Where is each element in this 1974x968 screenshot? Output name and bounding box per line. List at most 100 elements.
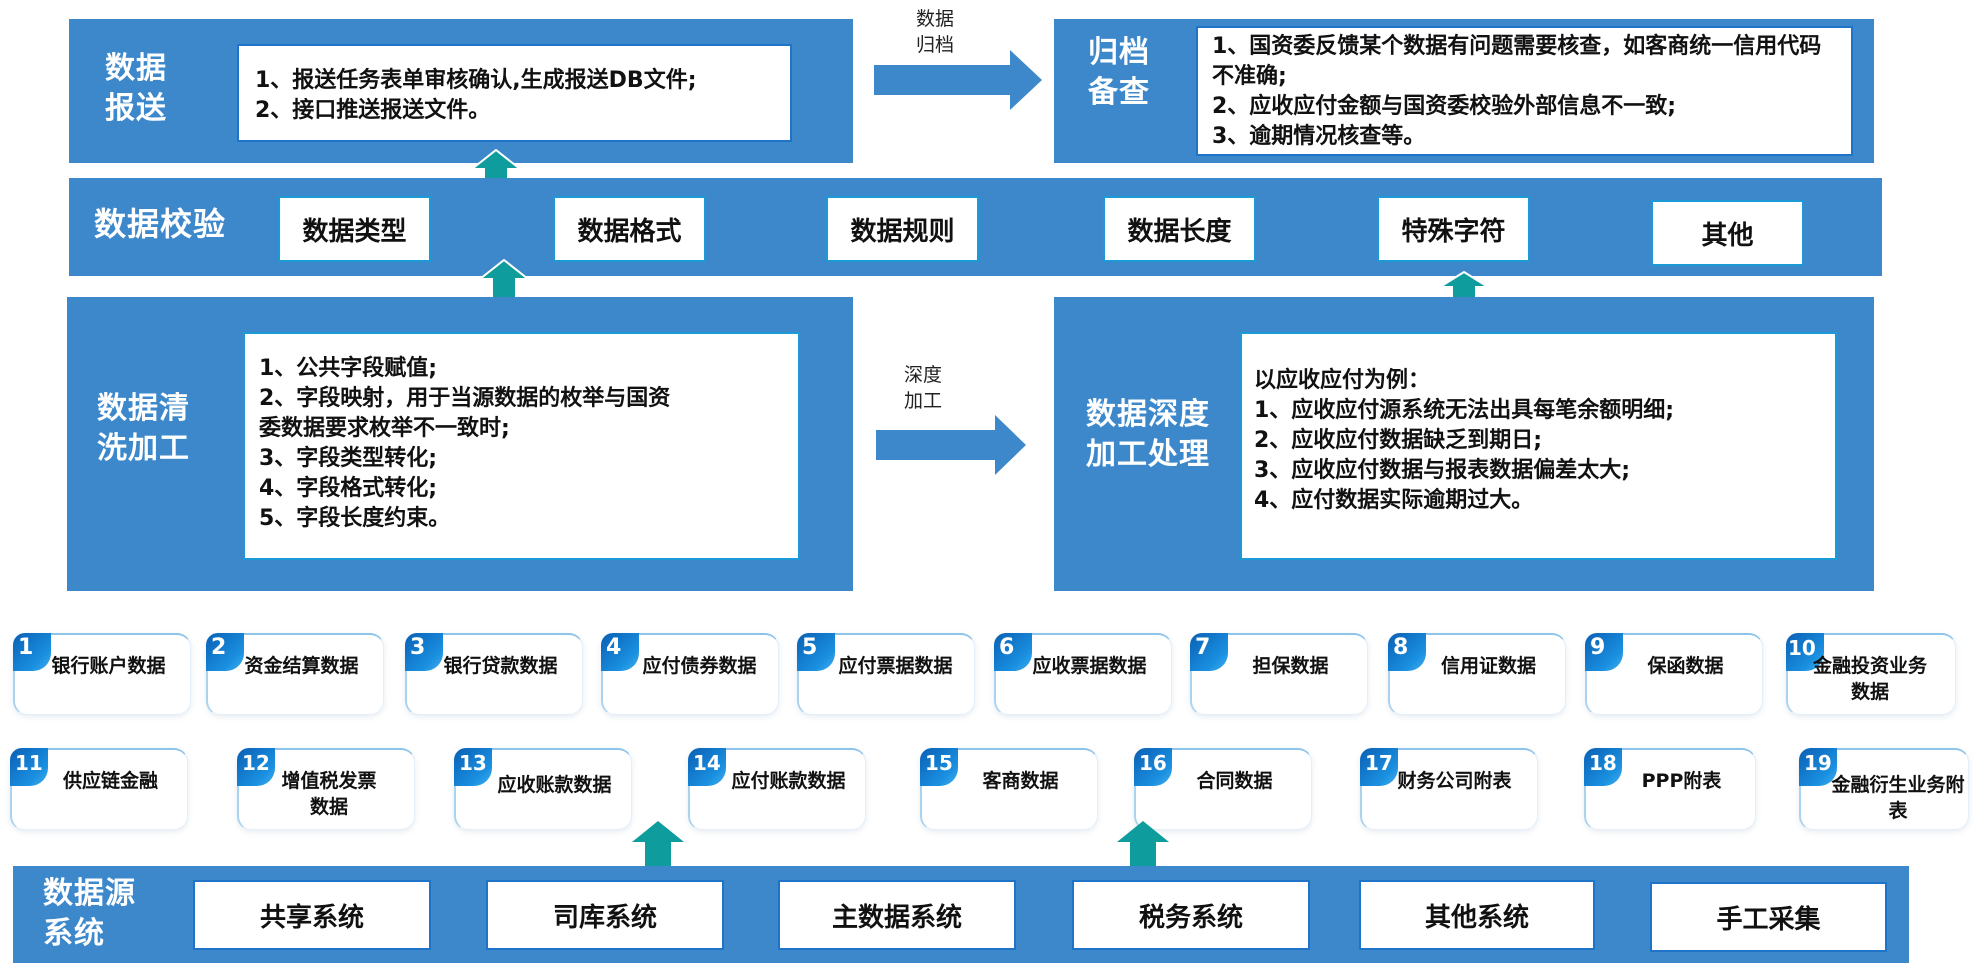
data-card: 16 合同数据 [1134, 748, 1312, 830]
card-label: 资金结算数据 [244, 655, 359, 677]
data-card: 9 保函数据 [1585, 633, 1763, 715]
arrow-up-icon [631, 820, 685, 866]
data-card: 5 应付票据数据 [797, 633, 975, 715]
card-label: 金融衍生业务附表 [1831, 774, 1965, 822]
card-label: 供应链金融 [62, 770, 158, 792]
data-card: 11 供应链金融 [10, 748, 188, 830]
cleaning-title: 数据清 洗加工 [97, 391, 190, 466]
source-system-tax: 税务系统 [1072, 880, 1310, 950]
data-card: 18 PPP附表 [1584, 748, 1756, 830]
arrow-up-icon [478, 259, 530, 299]
card-number-badge: 10 [1786, 633, 1824, 671]
card-number-badge: 13 [454, 748, 492, 786]
deep-item: 3、应收应付数据与报表数据偏差太大; [1254, 458, 1631, 483]
arrow-up-icon [1116, 820, 1170, 866]
sources-title: 数据源 系统 [43, 876, 136, 951]
reporting-panel: 数据 报送 1、报送任务表单审核确认,生成报送DB文件; 2、接口推送报送文件。 [69, 19, 853, 163]
cleaning-item: 1、公共字段赋值; [259, 356, 438, 381]
archive-item: 2、应收应付金额与国资委校验外部信息不一致; [1212, 94, 1677, 119]
card-label: 财务公司附表 [1397, 770, 1512, 792]
card-number-badge: 12 [237, 748, 275, 786]
card-number-badge: 15 [920, 748, 958, 786]
reporting-title: 数据 报送 [105, 51, 167, 126]
data-card: 19 金融衍生业务附表 [1799, 748, 1969, 830]
reporting-item: 1、报送任务表单审核确认,生成报送DB文件; [255, 68, 697, 93]
source-system-shared: 共享系统 [193, 880, 431, 950]
cleaning-item: 5、字段长度约束。 [259, 506, 451, 531]
reporting-content-box: 1、报送任务表单审核确认,生成报送DB文件; 2、接口推送报送文件。 [237, 44, 792, 142]
data-card: 13 应收账款数据 [454, 748, 632, 830]
deep-item: 4、应付数据实际逾期过大。 [1254, 488, 1534, 513]
data-card: 14 应付账款数据 [688, 748, 866, 830]
cleaning-panel: 数据清 洗加工 1、公共字段赋值; 2、字段映射，用于当源数据的枚举与国资委数据… [67, 297, 853, 591]
card-number-badge: 16 [1134, 748, 1172, 786]
archive-arrow-label: 数据 归档 [915, 8, 954, 56]
card-number-badge: 19 [1799, 748, 1837, 786]
validation-item-data-length: 数据长度 [1103, 196, 1256, 262]
cleaning-item: 2、字段映射，用于当源数据的枚举与国资委数据要求枚举不一致时; [259, 386, 671, 441]
validation-title: 数据校验 [94, 205, 227, 243]
validation-item-special-char: 特殊字符 [1377, 196, 1530, 262]
deep-item: 1、应收应付源系统无法出具每笔余额明细; [1254, 398, 1675, 423]
cleaning-content-box: 1、公共字段赋值; 2、字段映射，用于当源数据的枚举与国资委数据要求枚举不一致时… [243, 332, 800, 560]
card-label: 银行贷款数据 [443, 655, 558, 677]
arrow-up-icon [1438, 271, 1490, 299]
validation-item-data-type: 数据类型 [278, 196, 431, 262]
card-number-badge: 8 [1388, 633, 1426, 671]
card-label: 银行账户数据 [51, 655, 166, 677]
archive-arrow-right-icon [874, 50, 1042, 110]
deep-arrow-label: 深度 加工 [903, 364, 942, 412]
data-card: 6 应收票据数据 [994, 633, 1172, 715]
card-number-badge: 5 [797, 633, 835, 671]
source-system-master-data: 主数据系统 [778, 880, 1016, 950]
card-label: 应付账款数据 [731, 770, 846, 792]
archive-title: 归档 备查 [1088, 35, 1150, 110]
card-label: 应付债券数据 [642, 655, 757, 677]
cleaning-item: 4、字段格式转化; [259, 476, 438, 501]
card-label: 客商数据 [982, 770, 1059, 792]
data-card: 15 客商数据 [920, 748, 1098, 830]
card-label: 应收票据数据 [1032, 655, 1147, 677]
card-label: 担保数据 [1252, 655, 1329, 677]
data-card: 7 担保数据 [1190, 633, 1368, 715]
deep-panel: 数据深度 加工处理 以应收应付为例： 1、应收应付源系统无法出具每笔余额明细; … [1054, 297, 1874, 591]
card-number-badge: 2 [206, 633, 244, 671]
archive-panel: 归档 备查 1、国资委反馈某个数据有问题需要核查，如客商统一信用代码不准确; 2… [1054, 19, 1874, 163]
source-system-manual: 手工采集 [1650, 882, 1887, 952]
deep-intro: 以应收应付为例： [1254, 368, 1431, 393]
source-system-other: 其他系统 [1359, 880, 1595, 950]
validation-item-data-rule: 数据规则 [826, 196, 979, 262]
deep-item: 2、应收应付数据缺乏到期日; [1254, 428, 1543, 453]
card-label: 信用证数据 [1440, 655, 1536, 677]
reporting-item: 2、接口推送报送文件。 [255, 98, 491, 123]
validation-item-other: 其他 [1651, 200, 1804, 266]
card-label: 金融投资业务数据 [1812, 655, 1927, 703]
card-number-badge: 17 [1360, 748, 1398, 786]
data-card: 4 应付债券数据 [601, 633, 779, 715]
source-system-treasury: 司库系统 [486, 880, 724, 950]
deep-arrow-right-icon [876, 415, 1026, 475]
card-label: PPP附表 [1641, 770, 1722, 792]
card-number-badge: 6 [994, 633, 1032, 671]
card-number-badge: 9 [1585, 633, 1623, 671]
data-card: 1 银行账户数据 [13, 633, 191, 715]
deep-content-box: 以应收应付为例： 1、应收应付源系统无法出具每笔余额明细; 2、应收应付数据缺乏… [1240, 332, 1837, 560]
card-label: 合同数据 [1196, 770, 1273, 792]
card-number-badge: 4 [601, 633, 639, 671]
card-number-badge: 18 [1584, 748, 1622, 786]
card-number-badge: 1 [13, 633, 51, 671]
archive-item: 1、国资委反馈某个数据有问题需要核查，如客商统一信用代码不准确; [1212, 34, 1822, 89]
card-label: 应付票据数据 [838, 655, 953, 677]
data-card: 2 资金结算数据 [206, 633, 384, 715]
data-card: 8 信用证数据 [1388, 633, 1566, 715]
validation-item-data-format: 数据格式 [553, 196, 706, 262]
deep-title: 数据深度 加工处理 [1086, 397, 1210, 472]
archive-item: 3、逾期情况核查等。 [1212, 124, 1426, 149]
cleaning-item: 3、字段类型转化; [259, 446, 438, 471]
card-number-badge: 3 [405, 633, 443, 671]
data-card: 17 财务公司附表 [1360, 748, 1538, 830]
card-number-badge: 7 [1190, 633, 1228, 671]
card-label: 保函数据 [1647, 655, 1724, 677]
card-number-badge: 11 [10, 748, 48, 786]
archive-content-box: 1、国资委反馈某个数据有问题需要核查，如客商统一信用代码不准确; 2、应收应付金… [1196, 26, 1853, 156]
